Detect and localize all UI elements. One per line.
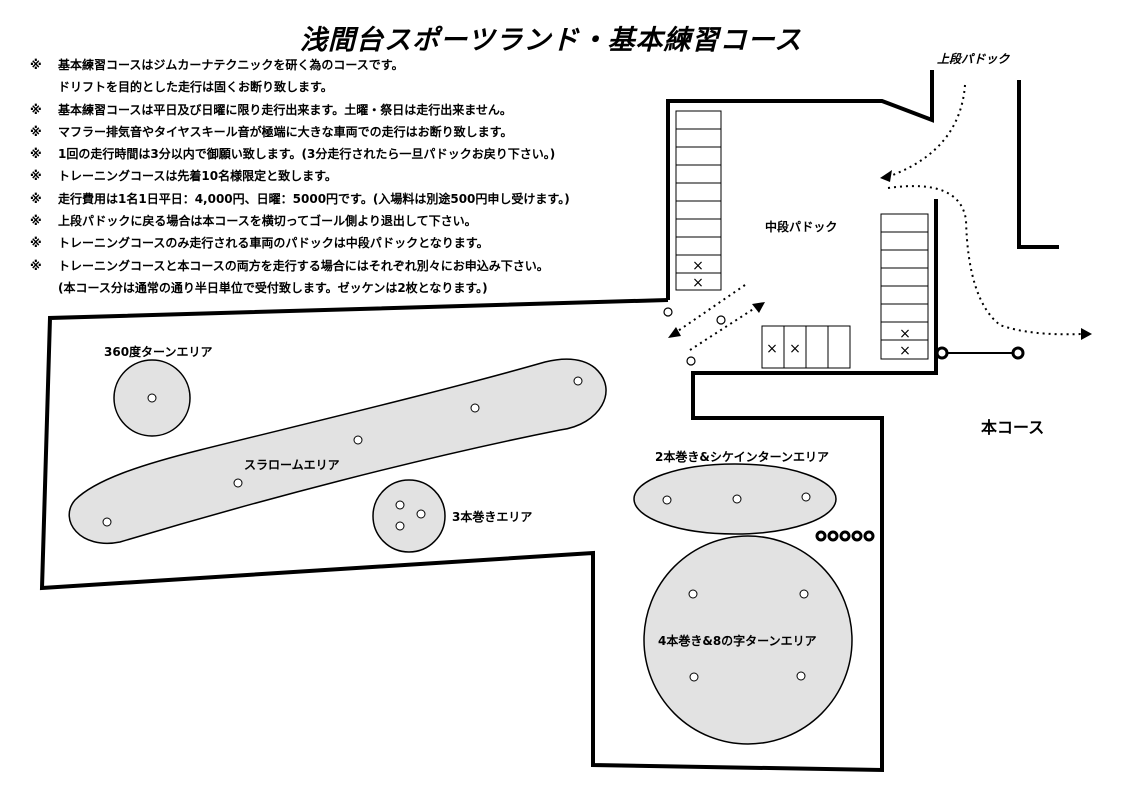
gate [935, 346, 1025, 360]
two-turn-label: 2本巻き&シケインターンエリア [655, 450, 829, 464]
rule-mark: ※ [30, 58, 42, 72]
paddock-grid-right [880, 213, 929, 360]
slalom-area [68, 358, 607, 545]
rule-mark: ※ [30, 124, 42, 139]
arrow-heads [668, 170, 1092, 340]
paddock-grid-left [675, 110, 722, 291]
rule-item: (本コース分は通常の通り半日単位で受付致します。ゼッケンは2枚となります。) [30, 278, 570, 300]
turn360-label: 360度ターンエリア [104, 345, 213, 359]
rule-item: ※ 基本練習コースはジムカーナテクニックを研く為のコースです。 [30, 55, 570, 77]
page-title: 浅間台スポーツランド・基本練習コース [300, 25, 803, 56]
flow-arrows [674, 84, 1083, 351]
rule-mark [30, 77, 58, 99]
rule-mark: ※ [30, 169, 42, 184]
rule-text: 上段パドックに戻る場合は本コースを横切ってゴール側より退出して下さい。 [58, 214, 477, 229]
cone-row [815, 530, 875, 542]
rule-text: (本コース分は通常の通り半日単位で受付致します。ゼッケンは2枚となります。) [58, 280, 488, 295]
turn360-area [113, 359, 191, 437]
rule-text: 基本練習コースは平日及び日曜に限り走行出来ます。土曜・祭日は走行出来ません。 [58, 102, 512, 117]
parked-mark: × [692, 258, 704, 274]
paddock-grid-bottom [761, 325, 851, 369]
slalom-label: スラロームエリア [244, 458, 340, 472]
rule-text: 走行費用は1名1日平日：4,000円、日曜：5000円です。(入場料は別途500… [58, 191, 570, 206]
course-boundary [666, 70, 934, 300]
rule-mark: ※ [30, 147, 42, 162]
three-turn-area [372, 479, 446, 553]
three-turn-label: 3本巻きエリア [452, 510, 533, 524]
pylon-markers [663, 307, 726, 366]
parked-mark: × [692, 275, 704, 291]
rule-item: ※ 走行費用は1名1日平日：4,000円、日曜：5000円です。(入場料は別途50… [30, 189, 570, 211]
rule-mark: ※ [30, 214, 42, 229]
upper-paddock-wall [1017, 80, 1059, 249]
rule-item: ※ トレーニングコースのみ走行される車両のパドックは中段パドックとなります。 [30, 233, 570, 255]
rule-mark: ※ [30, 236, 42, 251]
rule-text: トレーニングコースは先着10名様限定と致します。 [58, 169, 337, 184]
rule-item: ドリフトを目的とした走行は固くお断り致します。 [30, 77, 570, 99]
main-course-label: 本コース [981, 418, 1045, 437]
rule-mark: ※ [30, 191, 42, 206]
course-boundary-main [39, 199, 938, 773]
rule-mark: ※ [30, 258, 42, 273]
rule-item: ※ トレーニングコースは先着10名様限定と致します。 [30, 166, 570, 188]
four-turn-area [643, 535, 853, 745]
rule-text: トレーニングコースのみ走行される車両のパドックは中段パドックとなります。 [58, 236, 489, 251]
middle-paddock-label: 中段パドック [765, 220, 838, 234]
rule-text: ドリフトを目的とした走行は固くお断り致します。 [58, 80, 333, 95]
rule-text: 1回の走行時間は3分以内で御願い致します。(3分走行されたら一旦パドックお戻り下… [58, 147, 556, 162]
rule-mark: ※ [30, 102, 42, 117]
rule-text: トレーニングコースと本コースの両方を走行する場合にはそれぞれ別々にお申込み下さい… [58, 258, 549, 273]
rule-mark [30, 278, 58, 300]
rule-item: ※ トレーニングコースと本コースの両方を走行する場合にはそれぞれ別々にお申込み下さ… [30, 256, 570, 278]
rule-item: ※ 上段パドックに戻る場合は本コースを横切ってゴール側より退出して下さい。 [30, 211, 570, 233]
parked-mark: × [789, 341, 801, 357]
rule-item: ※ マフラー排気音やタイヤスキール音が極端に大きな車両での走行はお断り致します。 [30, 122, 570, 144]
rules-list: ※ 基本練習コースはジムカーナテクニックを研く為のコースです。 ドリフトを目的とし… [30, 55, 570, 300]
rule-item: ※ 1回の走行時間は3分以内で御願い致します。(3分走行されたら一旦パドックお戻り… [30, 144, 570, 166]
parked-mark: × [766, 341, 778, 357]
four-turn-label: 4本巻き&8の字ターンエリア [658, 634, 817, 648]
two-turn-area [633, 463, 837, 535]
rule-text: 基本練習コースはジムカーナテクニックを研く為のコースです。 [58, 58, 404, 72]
upper-paddock-label: 上段パドック [937, 52, 1010, 66]
parked-mark: × [899, 343, 911, 359]
parked-mark: × [899, 326, 911, 342]
rule-item: ※ 基本練習コースは平日及び日曜に限り走行出来ます。土曜・祭日は走行出来ません。 [30, 100, 570, 122]
rule-text: マフラー排気音やタイヤスキール音が極端に大きな車両での走行はお断り致します。 [58, 124, 513, 139]
